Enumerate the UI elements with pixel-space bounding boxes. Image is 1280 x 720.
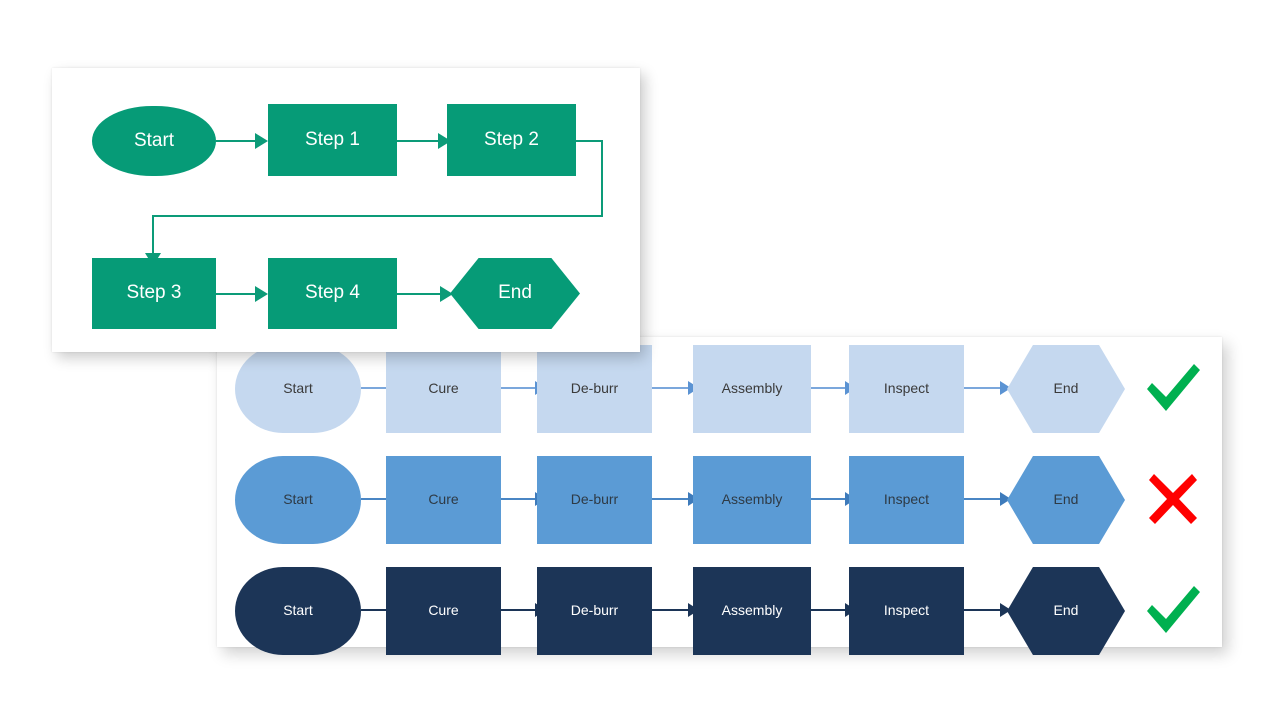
node-label: End: [1053, 380, 1079, 397]
connector-line: [811, 609, 849, 611]
process-comparison-panel: Start Cure De-burr Assembly Inspect End: [217, 337, 1222, 655]
connector-line: [361, 498, 399, 500]
node-assembly[interactable]: Assembly: [693, 567, 811, 655]
node-end[interactable]: End: [1007, 456, 1125, 544]
node-de-burr[interactable]: De-burr: [537, 456, 652, 544]
node-de-burr[interactable]: De-burr: [537, 567, 652, 655]
node-start[interactable]: Start: [92, 106, 216, 176]
node-label: De-burr: [570, 491, 619, 508]
node-label: Start: [283, 602, 313, 619]
node-label: Start: [283, 491, 313, 508]
connector-line: [501, 609, 539, 611]
node-label: End: [1053, 491, 1079, 508]
connector-arrowhead-icon: [440, 286, 453, 302]
node-label: Assembly: [721, 602, 783, 619]
connector-line: [652, 387, 692, 389]
node-label: Cure: [428, 602, 459, 619]
connector-arrowhead-icon: [1000, 492, 1011, 506]
connector-line-elbow-b: [601, 140, 603, 216]
process-row-mid[interactable]: Start Cure De-burr Assembly Inspect End: [217, 448, 1222, 552]
connector-line: [216, 293, 259, 295]
connector-line: [216, 140, 259, 142]
node-label: Step 3: [126, 282, 182, 304]
connector-line: [501, 498, 539, 500]
node-label: Step 1: [305, 128, 360, 150]
connector-line: [652, 498, 692, 500]
status-badge-cross: [1137, 462, 1209, 536]
node-step-1[interactable]: Step 1: [268, 104, 397, 176]
connector-line: [361, 609, 399, 611]
node-end[interactable]: End: [1007, 567, 1125, 655]
connector-line: [964, 498, 1002, 500]
node-end[interactable]: End: [1007, 345, 1125, 433]
node-label: End: [498, 282, 532, 304]
connector-line: [811, 387, 849, 389]
connector-arrowhead-icon: [255, 133, 268, 149]
node-label: End: [1053, 602, 1079, 619]
connector-line: [361, 387, 399, 389]
node-assembly[interactable]: Assembly: [693, 345, 811, 433]
node-step-4[interactable]: Step 4: [268, 258, 397, 329]
node-label: Assembly: [721, 491, 783, 508]
node-cure[interactable]: Cure: [386, 456, 501, 544]
node-inspect[interactable]: Inspect: [849, 567, 964, 655]
status-badge-check: [1137, 351, 1209, 425]
connector-line: [397, 293, 444, 295]
node-inspect[interactable]: Inspect: [849, 345, 964, 433]
connector-line: [652, 609, 692, 611]
connector-arrowhead-icon: [1000, 381, 1011, 395]
node-step-3[interactable]: Step 3: [92, 258, 216, 329]
node-assembly[interactable]: Assembly: [693, 456, 811, 544]
connector-line: [811, 498, 849, 500]
node-end[interactable]: End: [450, 258, 580, 329]
node-label: Assembly: [721, 380, 783, 397]
connector-arrowhead-icon: [255, 286, 268, 302]
node-inspect[interactable]: Inspect: [849, 456, 964, 544]
node-start[interactable]: Start: [235, 567, 361, 655]
connector-line: [397, 140, 442, 142]
node-label: De-burr: [570, 602, 619, 619]
connector-line-elbow-a: [576, 140, 603, 142]
node-label: Inspect: [883, 602, 930, 619]
node-label: Cure: [428, 380, 459, 397]
node-start[interactable]: Start: [235, 456, 361, 544]
node-label: De-burr: [570, 380, 619, 397]
connector-line: [964, 387, 1002, 389]
node-label: Inspect: [883, 491, 930, 508]
node-label: Step 4: [305, 282, 360, 304]
connector-line-elbow-d: [152, 215, 154, 257]
connector-arrowhead-icon: [1000, 603, 1011, 617]
node-label: Start: [283, 380, 313, 397]
status-badge-check: [1137, 573, 1209, 647]
process-row-dark[interactable]: Start Cure De-burr Assembly Inspect End: [217, 559, 1222, 663]
node-label: Inspect: [883, 380, 930, 397]
node-label: Start: [133, 129, 175, 151]
node-start[interactable]: Start: [235, 345, 361, 433]
node-label: Cure: [428, 491, 459, 508]
connector-line-elbow-c: [152, 215, 603, 217]
node-label: Step 2: [484, 128, 539, 150]
process-row-light[interactable]: Start Cure De-burr Assembly Inspect End: [217, 337, 1222, 441]
connector-line: [964, 609, 1002, 611]
sample-flowchart-panel: Start Step 1 Step 2 Step 3 Step 4 End: [52, 68, 640, 352]
node-cure[interactable]: Cure: [386, 345, 501, 433]
node-step-2[interactable]: Step 2: [447, 104, 576, 176]
node-de-burr[interactable]: De-burr: [537, 345, 652, 433]
node-cure[interactable]: Cure: [386, 567, 501, 655]
connector-line: [501, 387, 539, 389]
